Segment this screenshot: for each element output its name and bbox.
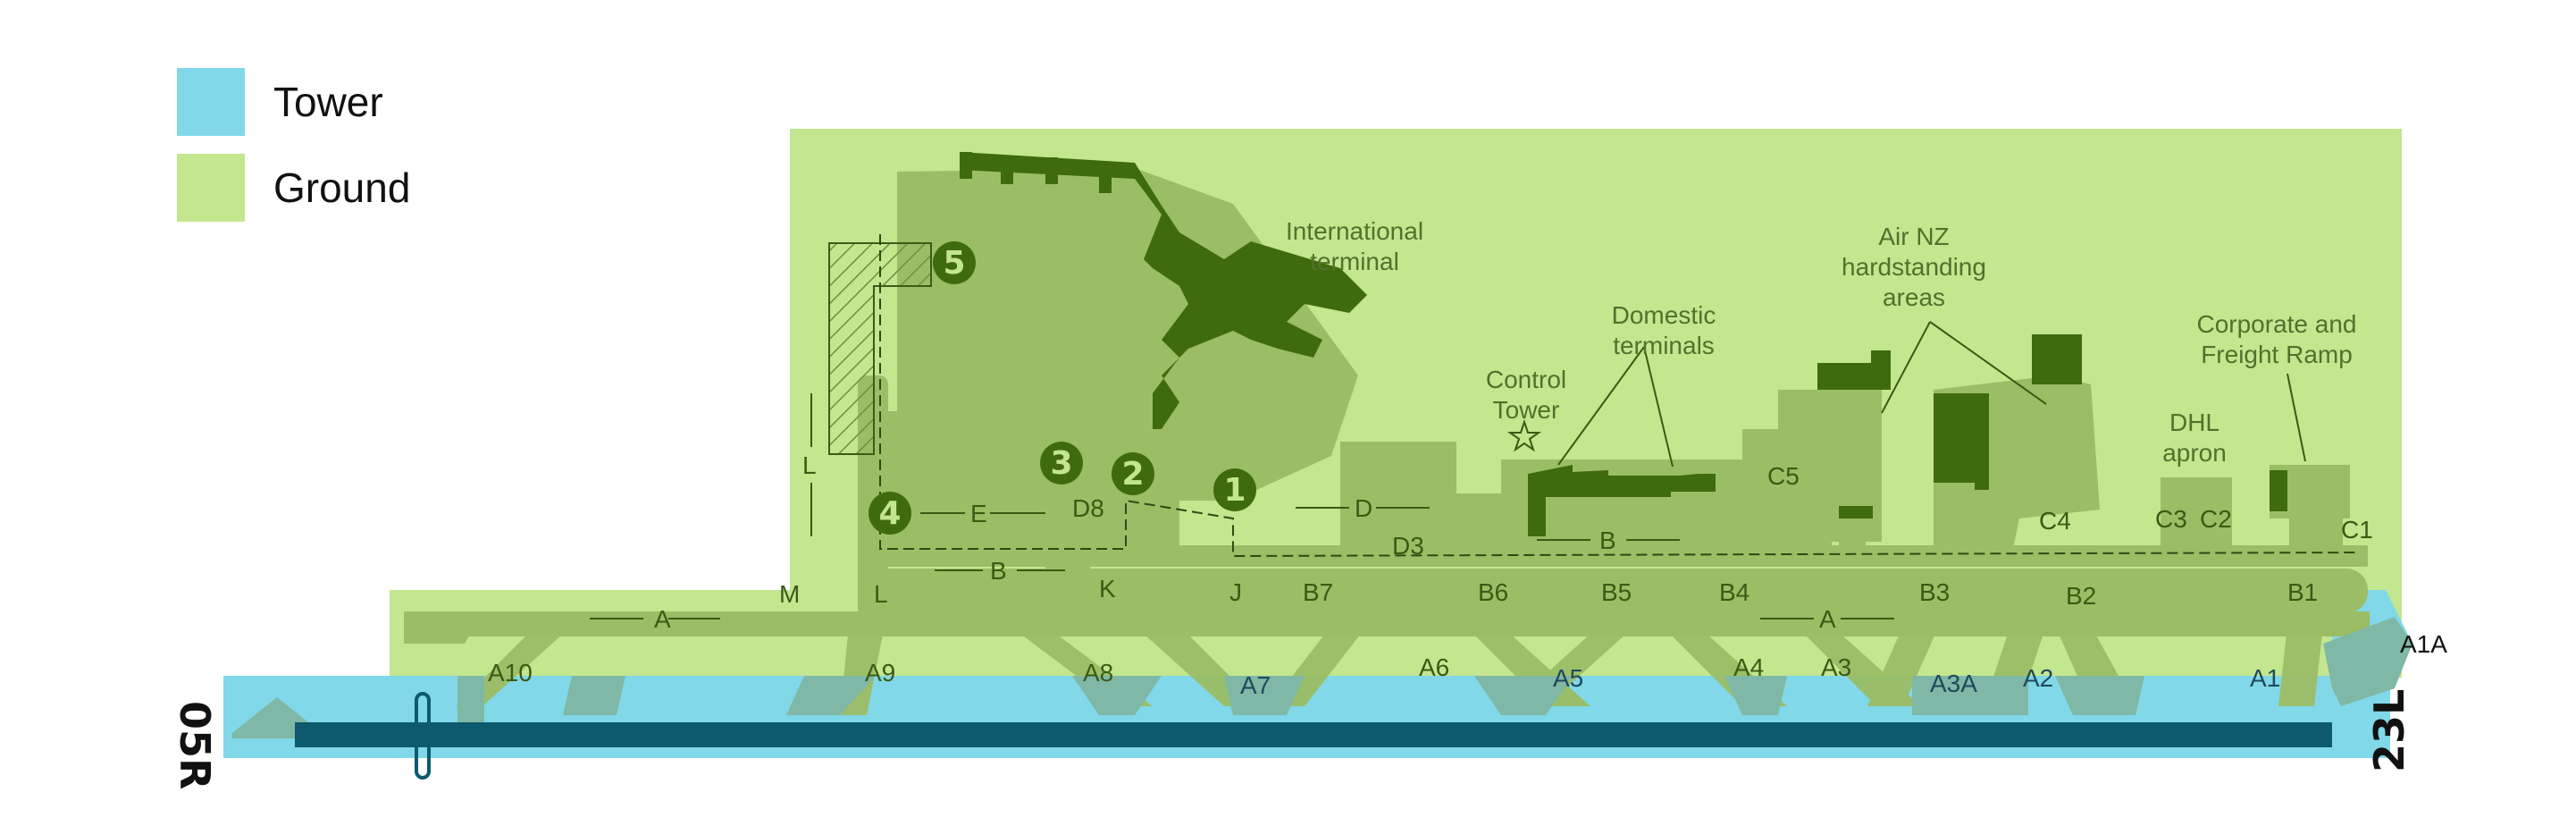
hotspots xyxy=(868,241,1256,535)
taxiway-label-a-east: A xyxy=(1819,605,1836,633)
taxiway-label-b4: B4 xyxy=(1719,578,1749,606)
hotspot-1-label: 1 xyxy=(1223,472,1246,509)
taxiway-label-d3: D3 xyxy=(1392,532,1424,560)
taxiway-label-c4: C4 xyxy=(2039,507,2071,535)
taxiway-label-b3: B3 xyxy=(1919,578,1950,606)
taxiway-label-a4: A4 xyxy=(1733,653,1764,681)
buildings xyxy=(960,152,2287,536)
direction-arrows xyxy=(590,393,1894,620)
taxiway-label-a8: A8 xyxy=(1083,659,1113,687)
taxiway-label-c3: C3 xyxy=(2155,505,2187,533)
taxiway-label-a6: A6 xyxy=(1419,653,1449,681)
taxiways-tower xyxy=(232,617,2412,738)
taxiway-label-b1: B1 xyxy=(2287,578,2318,606)
taxiway-label-j: J xyxy=(1229,578,1242,606)
runway-crossing-marker xyxy=(415,692,431,780)
taxiway-label-m: M xyxy=(779,580,800,608)
taxiway-label-a3a: A3A xyxy=(1930,670,1977,697)
taxiway-connectors xyxy=(456,626,2323,715)
taxiways-ground xyxy=(404,375,2370,644)
hotspot-2-label: 2 xyxy=(1121,456,1144,493)
taxiway-label-c1: C1 xyxy=(2341,516,2373,544)
taxiway-labels: A E B D B A L M L K J D8 D3 C5 C4 C3 C2 … xyxy=(488,451,2447,699)
runway-05r-23l xyxy=(295,722,2332,747)
taxiway-label-a-west: A xyxy=(654,605,671,633)
taxiway-label-b-west: B xyxy=(990,557,1007,585)
legend-label-ground: Ground xyxy=(273,164,411,211)
taxiway-label-a5: A5 xyxy=(1553,664,1583,692)
taxiway-label-a2: A2 xyxy=(2023,664,2053,692)
control-tower-icon xyxy=(1506,418,1542,452)
taxiway-label-c5: C5 xyxy=(1767,462,1800,490)
runway-05r-label: 05R xyxy=(171,701,219,789)
taxiway-label-a9: A9 xyxy=(865,659,895,687)
taxiway-label-a3: A3 xyxy=(1821,653,1851,681)
taxiway-label-l-vertical: L xyxy=(802,451,817,479)
taxiway-label-d: D xyxy=(1355,494,1372,522)
taxiway-label-l: L xyxy=(874,580,888,608)
hotspot-4-label: 4 xyxy=(878,495,901,532)
taxiway-label-a10: A10 xyxy=(488,659,533,687)
taxiway-label-b7: B7 xyxy=(1303,578,1333,606)
taxiway-label-k: K xyxy=(1099,575,1116,603)
taxiway-label-b6: B6 xyxy=(1478,578,1508,606)
legend-swatch-ground xyxy=(177,154,245,222)
legend-item-ground: Ground xyxy=(177,154,410,222)
legend-swatch-tower xyxy=(177,68,245,136)
taxiway-label-a1a: A1A xyxy=(2400,630,2447,658)
taxiway-label-d8: D8 xyxy=(1072,494,1104,522)
taxiway-label-c2: C2 xyxy=(2200,505,2232,533)
hotspot-3-label: 3 xyxy=(1050,445,1072,482)
taxi-lines xyxy=(879,234,2360,558)
legend-item-tower: Tower xyxy=(177,68,383,136)
taxiway-label-e: E xyxy=(970,500,987,527)
runway-23l-label: 23L xyxy=(2365,689,2413,772)
taxiway-label-b-center: B xyxy=(1599,527,1616,554)
taxiway-label-b5: B5 xyxy=(1601,578,1632,606)
hatched-area xyxy=(828,242,932,455)
hotspot-5-label: 5 xyxy=(943,245,965,282)
taxiway-label-a1: A1 xyxy=(2250,664,2280,692)
taxiway-label-a7: A7 xyxy=(1240,671,1271,699)
leader-lines xyxy=(1557,321,2306,468)
legend-label-tower: Tower xyxy=(273,79,383,125)
taxiway-label-b2: B2 xyxy=(2066,582,2096,610)
